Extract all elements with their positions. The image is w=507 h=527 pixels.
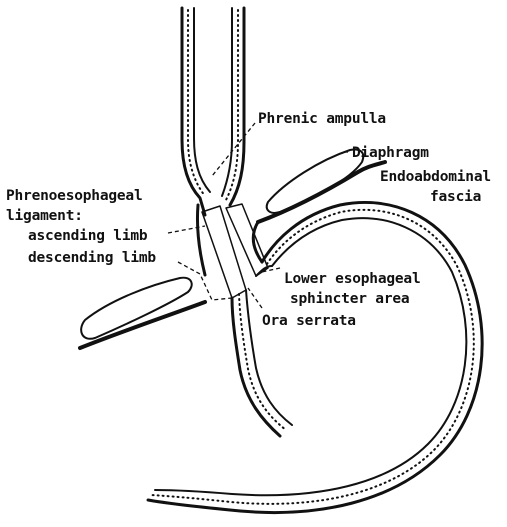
label-fascia: fascia (430, 189, 481, 205)
leader-ora-serrata (248, 288, 262, 308)
label-ora-serrata: Ora serrata (262, 313, 356, 329)
label-ligament: ligament: (6, 208, 83, 224)
label-endoabdominal: Endoabdominal (380, 169, 491, 185)
label-ascending-limb: ascending limb (28, 228, 148, 244)
stomach (148, 203, 482, 513)
leader-phrenic-ampulla (212, 123, 255, 176)
label-phrenoesophageal: Phrenoesophageal (6, 188, 142, 204)
label-phrenic-ampulla: Phrenic ampulla (258, 111, 386, 127)
label-descending-limb: descending limb (28, 250, 156, 266)
esophagus (182, 8, 244, 215)
label-les-line1: Lower esophageal (284, 271, 420, 287)
sphincter-muscle (202, 204, 268, 298)
diaphragm-left (80, 278, 205, 348)
label-diaphragm: Diaphragm (352, 145, 429, 161)
label-les-line2: sphincter area (290, 291, 409, 307)
leader-ascending-limb (168, 226, 205, 233)
